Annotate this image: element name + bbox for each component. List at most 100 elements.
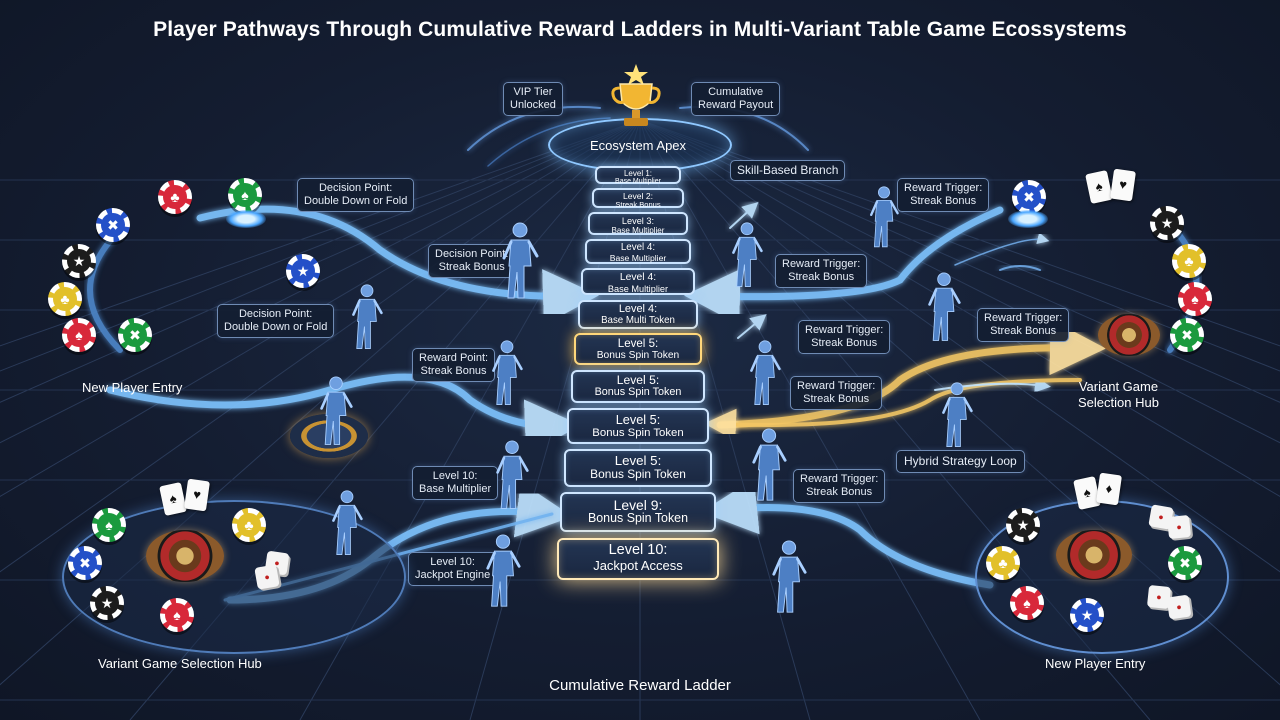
player-icon — [486, 534, 521, 607]
hub-bottom-left-label: Variant Game Selection Hub — [98, 656, 262, 671]
poker-chip-x-icon: ✖ — [68, 546, 102, 580]
rung-reward: Bonus Spin Token — [596, 350, 680, 362]
grid-line — [639, 119, 1280, 444]
trigger-top-right-text: Reward Trigger: Streak Bonus — [904, 182, 983, 207]
rung-reward: Bonus Spin Token — [594, 386, 682, 399]
decision-top-text: Decision Point: Double Down or Fold — [304, 182, 408, 207]
player-icon — [496, 440, 529, 509]
poker-chip-spade-icon: ♠ — [1178, 282, 1212, 316]
grid-line — [0, 119, 641, 347]
reward-payout-text: Cumulative Reward Payout — [698, 86, 774, 111]
flow-path-right-gold-return — [704, 378, 1082, 441]
rung-level: Level 4: — [619, 272, 657, 284]
poker-chip-spade-icon: ♠ — [1010, 586, 1044, 620]
poker-chip-star-icon: ★ — [286, 254, 320, 288]
trigger-low-text: Reward Trigger: Streak Bonus — [800, 473, 879, 498]
playing-card-icon: ♥ — [1110, 168, 1136, 202]
trigger-right-tag: Reward Trigger: Streak Bonus — [977, 308, 1070, 342]
trigger-low-tag: Reward Trigger: Streak Bonus — [793, 469, 886, 503]
ladder-rung: Level 1:Base Multiplier — [595, 166, 681, 186]
trigger-mid-a-tag: Reward Trigger: Streak Bonus — [775, 254, 868, 288]
roulette-wheel-icon — [146, 530, 224, 582]
trigger-mid-c-text: Reward Trigger: Streak Bonus — [797, 380, 876, 405]
decision-left-text: Decision Point: Double Down or Fold — [224, 308, 328, 333]
roulette-wheel-icon — [1056, 530, 1132, 580]
poker-chip-spade-icon: ♠ — [92, 508, 126, 542]
ladder-rung: Level 4:Base Multiplier — [581, 268, 695, 295]
rung-reward: Base Multiplier — [609, 252, 667, 263]
rung-reward: Bonus Spin Token — [592, 426, 684, 439]
poker-chip-club-icon: ♣ — [232, 508, 266, 542]
rung-reward: Base Multiplier — [611, 226, 665, 236]
roulette-wheel-icon — [1098, 314, 1160, 356]
player-icon — [502, 222, 539, 299]
rung-level: Level 4: — [618, 302, 658, 315]
player-icon — [352, 284, 383, 350]
poker-chip-club-icon: ♣ — [158, 180, 192, 214]
grid-line — [0, 119, 641, 403]
rung-level: Level 2: — [622, 190, 653, 201]
apex-platform — [548, 118, 732, 172]
dice-icon: • — [254, 564, 280, 590]
grid-line — [0, 119, 641, 444]
trigger-mid-b-text: Reward Trigger: Streak Bonus — [805, 324, 884, 349]
decision-streak-text: Decision Point: Streak Bonus — [435, 248, 509, 273]
rung-reward: Bonus Spin Token — [590, 467, 686, 482]
player-icon — [942, 382, 973, 448]
grid-line — [639, 119, 1280, 573]
poker-chip-star-icon: ★ — [90, 586, 124, 620]
loop-arrow — [954, 232, 1050, 266]
rung-level: Level 5: — [616, 373, 660, 388]
poker-chip-star-icon: ★ — [1150, 206, 1184, 240]
rung-reward: Streak Bonus — [615, 200, 661, 210]
hub-bottom-right-label: New Player Entry — [1045, 656, 1146, 671]
skill-branch-text: Skill-Based Branch — [737, 163, 839, 177]
arrow-small-right — [934, 376, 1051, 393]
ladder-rung: Level 5:Bonus Spin Token — [567, 408, 709, 444]
page-title: Player Pathways Through Cumulative Rewar… — [153, 18, 1127, 41]
trophy-icon — [611, 64, 661, 126]
arrow-diagonal — [729, 201, 759, 229]
flow-path-left-hub-arc — [87, 227, 123, 353]
trigger-mid-a-text: Reward Trigger: Streak Bonus — [782, 258, 861, 283]
rung-reward: Base Multiplier — [615, 178, 661, 186]
reward-point-text: Reward Point: Streak Bonus — [419, 352, 489, 377]
poker-chip-spade-icon: ♠ — [160, 598, 194, 632]
decision-top-tag: Decision Point: Double Down or Fold — [297, 178, 415, 212]
rung-reward: Base Multi Token — [601, 314, 675, 326]
flow-path-right-gold — [716, 319, 1106, 429]
ladder-rung: Level 5:Bonus Spin Token — [574, 333, 702, 365]
player-icon — [750, 340, 781, 406]
ladder-rung: Level 3:Base Multiplier — [588, 212, 688, 236]
glow-pedestal — [226, 210, 266, 228]
skill-branch-tag: Skill-Based Branch — [730, 160, 846, 181]
apex-label: Ecosystem Apex — [589, 138, 687, 153]
playing-card-icon: ♦ — [1096, 472, 1122, 506]
poker-chip-spade-icon: ♠ — [228, 178, 262, 212]
poker-chip-spade-icon: ♠ — [62, 318, 96, 352]
flow-path-left-upper — [196, 205, 599, 326]
ladder-rung: Level 4:Base Multi Token — [577, 299, 699, 329]
poker-chip-x-icon: ✖ — [118, 318, 152, 352]
playing-card-icon: ♥ — [184, 478, 210, 512]
grid-line — [639, 119, 1280, 403]
grid-line — [0, 119, 641, 498]
poker-chip-x-icon: ✖ — [1168, 546, 1202, 580]
poker-chip-star-icon: ★ — [62, 244, 96, 278]
level10-jackpot-tag: Level 10: Jackpot Engine — [408, 552, 498, 586]
rung-reward: Base Multiplier — [607, 283, 669, 294]
arrow-diagonal — [737, 314, 767, 339]
player-icon — [870, 186, 899, 248]
vip-tier-text: VIP Tier Unlocked — [510, 86, 556, 111]
poker-chip-club-icon: ♣ — [1172, 244, 1206, 278]
dice-icon: • — [1166, 594, 1192, 620]
ladder-rung: Level 10:Jackpot Access — [557, 538, 719, 580]
poker-chip-club-icon: ♣ — [986, 546, 1020, 580]
grid-line — [639, 119, 1280, 498]
poker-chip-star-icon: ★ — [1006, 508, 1040, 542]
player-icon — [752, 428, 787, 501]
rung-level: Level 5: — [615, 412, 661, 427]
reward-point-tag: Reward Point: Streak Bonus — [412, 348, 496, 382]
poker-chip-x-icon: ✖ — [1012, 180, 1046, 214]
level10-base-text: Level 10: Base Multiplier — [419, 470, 492, 495]
